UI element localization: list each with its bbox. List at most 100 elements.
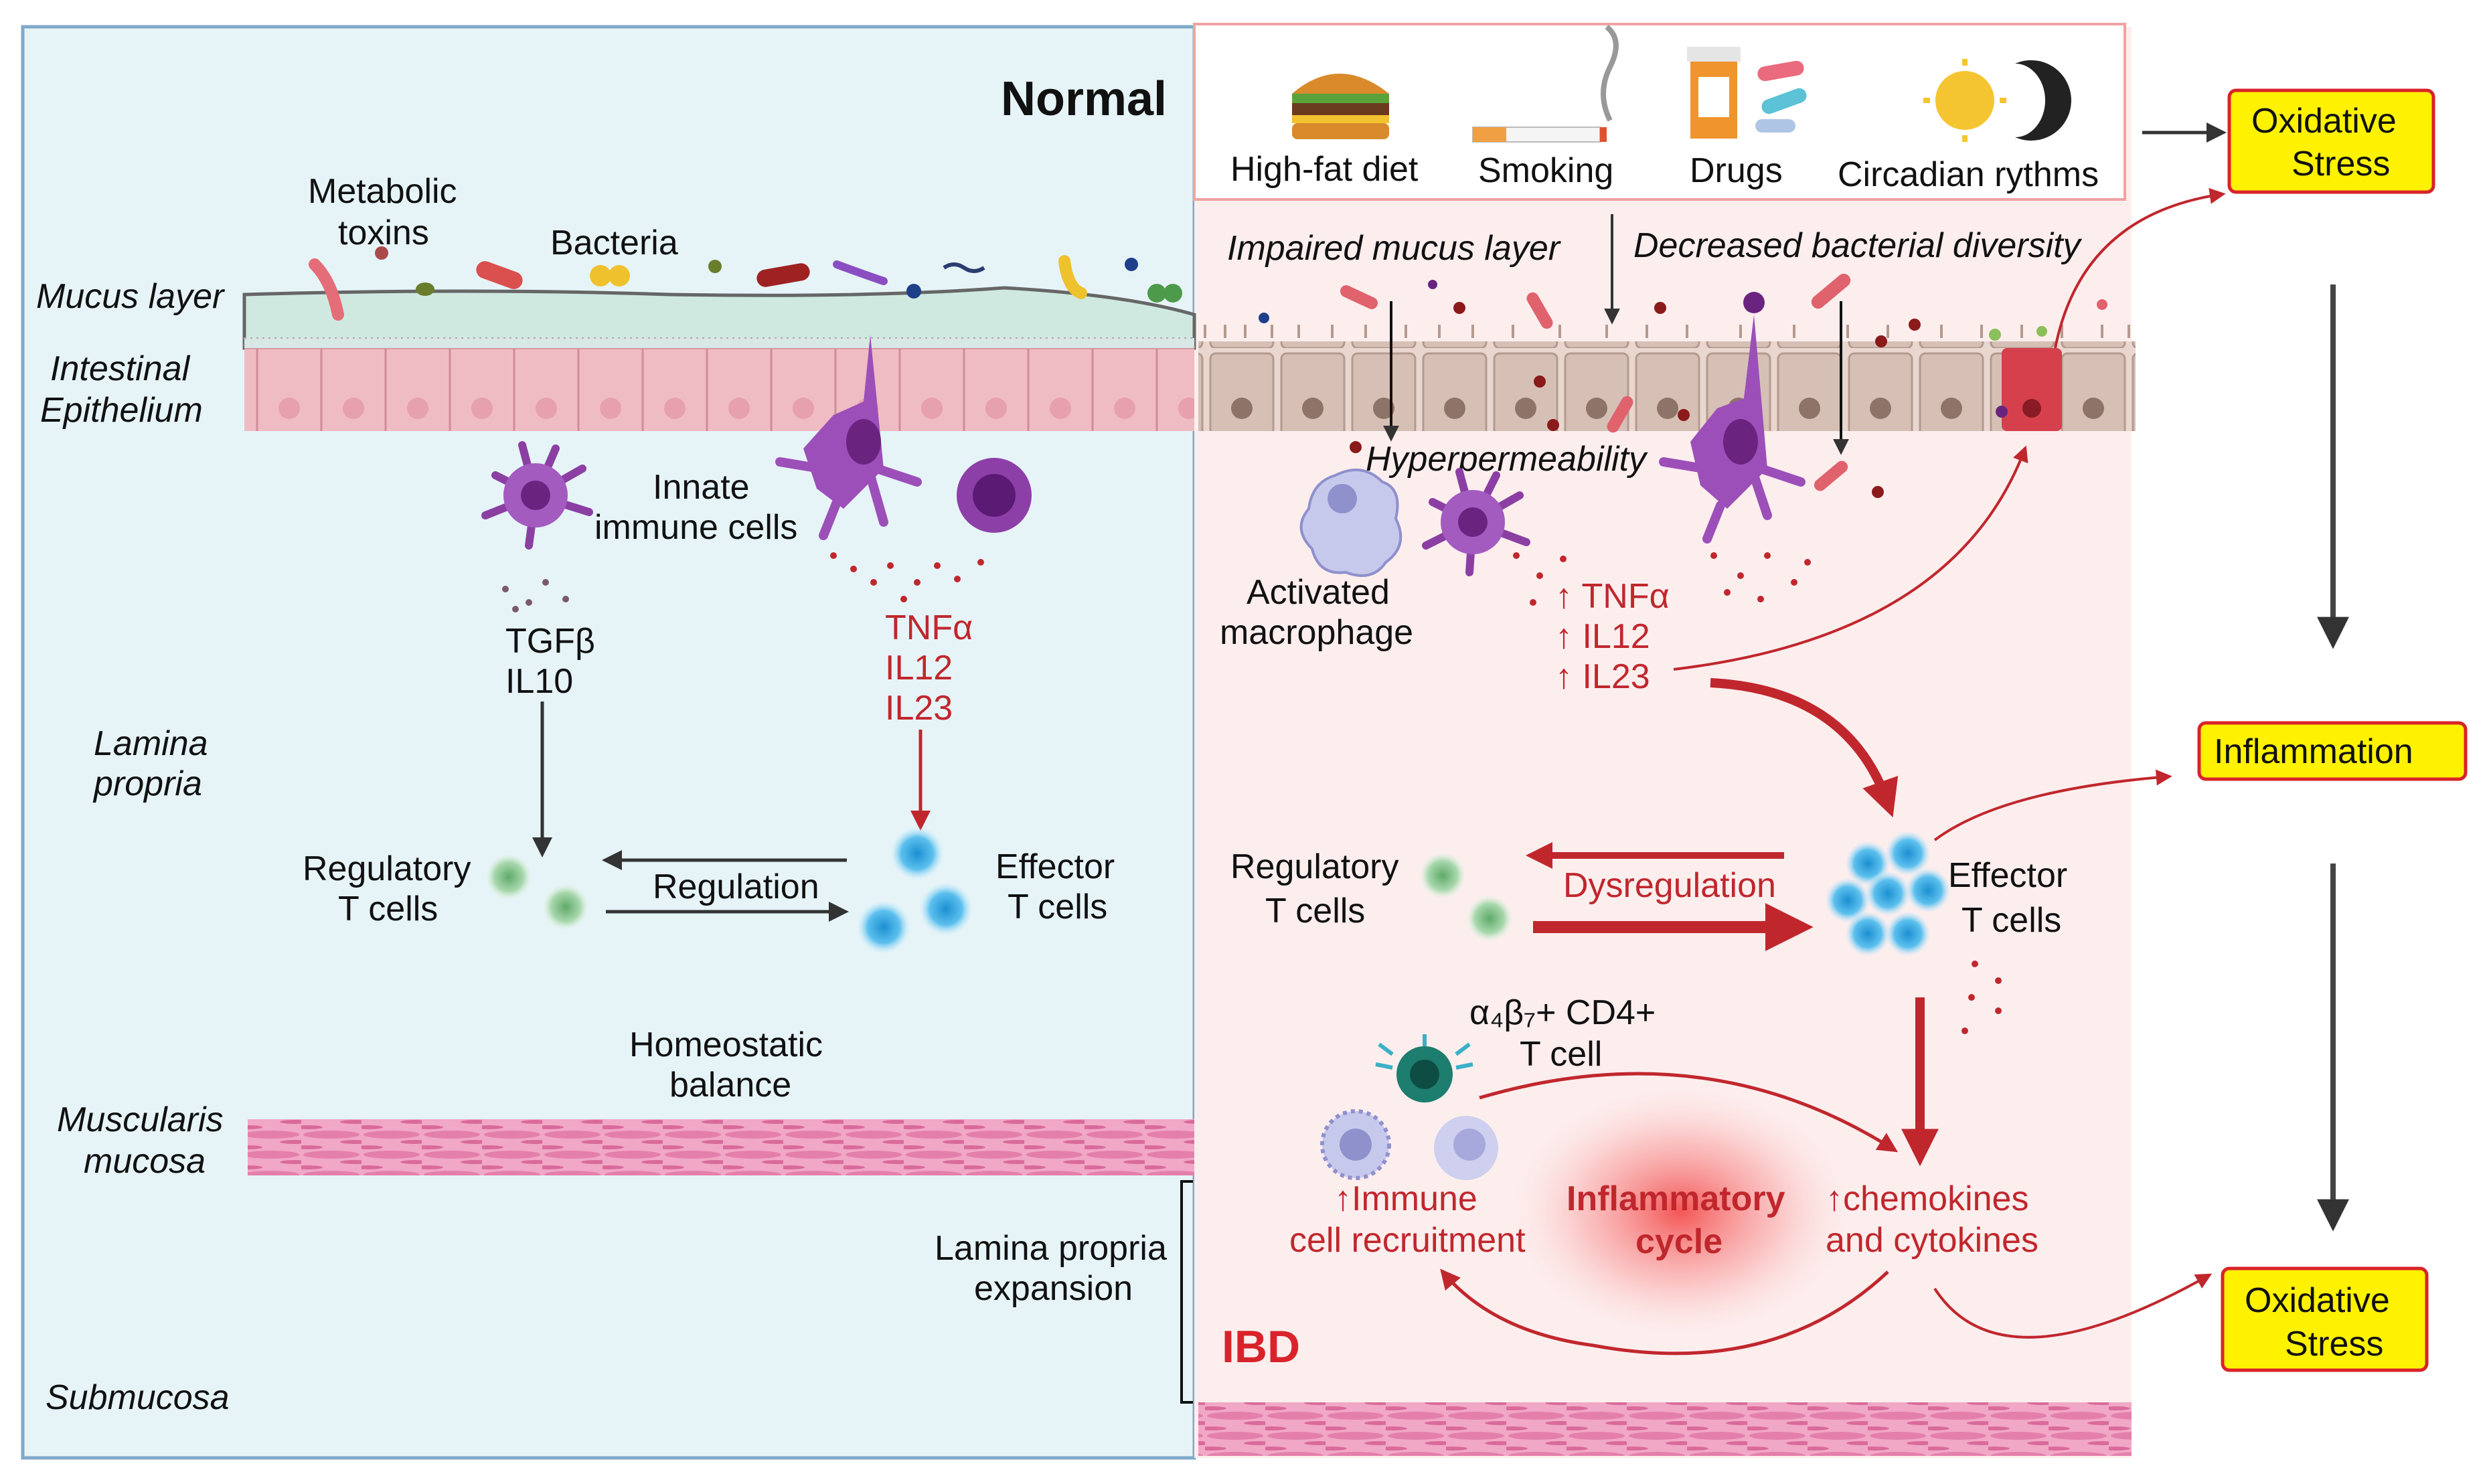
normal-il12-label: IL12 xyxy=(885,649,953,687)
damaged-cell-nucleus xyxy=(2022,399,2041,418)
bacterium xyxy=(1125,258,1138,271)
decreased-diversity-label: Decreased bacterial diversity xyxy=(1633,226,2083,265)
a4b7-tcell-icon xyxy=(1375,1034,1473,1102)
bacterium xyxy=(756,263,810,287)
normal-muscularis xyxy=(248,1119,1194,1175)
inflammatory-cycle-label-2: cycle xyxy=(1635,1222,1722,1261)
homeostatic-label-1: Homeostatic xyxy=(629,1025,823,1064)
layer-muscularis-label-1: Muscularis xyxy=(57,1100,224,1139)
oxidative-stress-bottom-box xyxy=(2221,1266,2429,1372)
bacterium xyxy=(943,262,985,273)
tcell-to-chemokines-arrow xyxy=(1479,1072,1899,1153)
a4b7-label-2: T cell xyxy=(1520,1035,1602,1074)
risk-diet-label: High-fat diet xyxy=(1230,150,1419,189)
ibd-teff-label-2: T cells xyxy=(1961,901,2061,940)
innate-label-2: immune cells xyxy=(594,508,797,547)
ibd-treg-label-2: T cells xyxy=(1265,892,1365,930)
ibd-il12-label: ↑ IL12 xyxy=(1555,617,1650,656)
ibd-tnfa-label: ↑ TNFα xyxy=(1555,577,1670,616)
risk-circadian-label: Circadian rythms xyxy=(1838,155,2099,194)
normal-mucus-layer xyxy=(242,286,1196,350)
ibd-tall-dendritic-icon xyxy=(1659,315,1806,544)
ibd-muscularis xyxy=(1198,1402,2132,1456)
neutrophil-icon xyxy=(957,458,1032,533)
bacterium xyxy=(476,261,523,289)
ibd-il23-label: ↑ IL23 xyxy=(1555,657,1650,696)
bacteria-label: Bacteria xyxy=(550,224,678,262)
metabolic-label-1: Metabolic xyxy=(308,172,457,211)
inflammatory-cycle-label-1: Inflammatory xyxy=(1567,1179,1785,1218)
normal-bacteria-group xyxy=(309,246,1182,321)
burger-icon xyxy=(1292,74,1389,139)
risk-smoking-label: Smoking xyxy=(1478,151,1613,190)
normal-treg-cells xyxy=(486,854,588,930)
normal-microvilli xyxy=(244,337,1195,351)
normal-epithelium xyxy=(244,348,1194,431)
bacterium xyxy=(1058,255,1087,299)
oxidative-top-label-1: Oxidative xyxy=(2251,102,2397,141)
dendritic-cell-icon xyxy=(481,441,593,550)
ibd-treg-cells xyxy=(1420,853,1512,941)
layer-muscularis-label-2: mucosa xyxy=(84,1142,206,1181)
chemokines-label-1: ↑chemokines xyxy=(1826,1179,2028,1218)
oxidative-stress-top-box xyxy=(2227,88,2435,194)
oxidative-bottom-label-2: Stress xyxy=(2285,1325,2383,1364)
normal-il23-label: IL23 xyxy=(885,689,953,728)
bacterium xyxy=(416,282,434,296)
hyperpermeability-label: Hyperpermeability xyxy=(1366,440,1648,479)
ibd-microvilli xyxy=(1204,325,2130,338)
layer-lamina-label-2: propria xyxy=(92,764,202,803)
cytokines-to-epithelium-arrow xyxy=(1673,445,2028,671)
il10-label: IL10 xyxy=(505,662,573,701)
chemokines-to-oxidative-arrow xyxy=(1933,1273,2213,1339)
normal-treg-label-2: T cells xyxy=(338,890,438,928)
innate-label-1: Innate xyxy=(653,468,750,507)
a4b7-label-1: α₄β₇+ CD4+ xyxy=(1469,993,1656,1032)
homeostatic-label-2: balance xyxy=(669,1066,791,1104)
damaged-cell xyxy=(2002,348,2062,431)
macrophage-icon xyxy=(1299,469,1402,577)
layer-submucosa-label: Submucosa xyxy=(46,1378,230,1417)
cytokine-dots-red xyxy=(830,552,984,602)
ibd-teff-cytokine-dots xyxy=(1961,961,2002,1034)
risk-drugs-label: Drugs xyxy=(1690,151,1783,190)
sun-moon-icon xyxy=(1923,59,2071,142)
inflammation-label: Inflammation xyxy=(2214,732,2413,771)
macrophage-label-2: macrophage xyxy=(1220,613,1413,652)
regulation-label: Regulation xyxy=(653,868,819,906)
oxidative-bottom-label-1: Oxidative xyxy=(2245,1281,2390,1320)
recruitment-label-2: cell recruitment xyxy=(1289,1221,1526,1260)
layer-lamina-label-1: Lamina xyxy=(94,724,208,763)
cigarette-icon xyxy=(1472,24,1619,143)
layer-epithelium-label-1: Intestinal xyxy=(50,349,191,388)
dysregulation-label: Dysregulation xyxy=(1563,866,1776,905)
ibd-dendritic-cell-icon xyxy=(1422,468,1530,576)
damage-to-oxidative-arrow xyxy=(2054,187,2226,349)
bacterium xyxy=(708,260,722,273)
ibd-treg-label-1: Regulatory xyxy=(1230,847,1398,886)
ibd-bacteria-group xyxy=(1259,273,2107,498)
chemokines-label-2: and cytokines xyxy=(1826,1221,2038,1260)
bacterium xyxy=(1147,284,1166,303)
normal-tnfa-label: TNFα xyxy=(885,608,973,647)
recruitment-label-1: ↑Immune xyxy=(1334,1179,1477,1218)
lp-expansion-bracket xyxy=(1180,1180,1193,1404)
normal-dendritic-cell-icon xyxy=(775,335,922,540)
lp-expansion-label-1: Lamina propria xyxy=(935,1229,1167,1268)
layer-mucus-label: Mucus layer xyxy=(36,277,226,316)
recruited-immune-cells-icon xyxy=(1320,1109,1498,1180)
bacterium xyxy=(833,260,888,285)
ibd-teff-cluster xyxy=(1825,831,1951,957)
lp-expansion-label-2: expansion xyxy=(974,1269,1133,1308)
metabolic-label-2: toxins xyxy=(338,214,429,252)
macrophage-label-1: Activated xyxy=(1247,573,1390,612)
oxidative-top-label-2: Stress xyxy=(2292,145,2390,183)
bacterium xyxy=(906,284,921,299)
normal-teff-cells xyxy=(857,827,973,954)
bacterium xyxy=(590,265,611,286)
cytokine-dots xyxy=(502,579,569,612)
ibd-epithelium xyxy=(1198,341,2136,431)
cycle-return-arrow xyxy=(1440,1268,1889,1355)
impaired-mucus-label: Impaired mucus layer xyxy=(1227,229,1562,268)
toxin-dot xyxy=(375,246,388,260)
